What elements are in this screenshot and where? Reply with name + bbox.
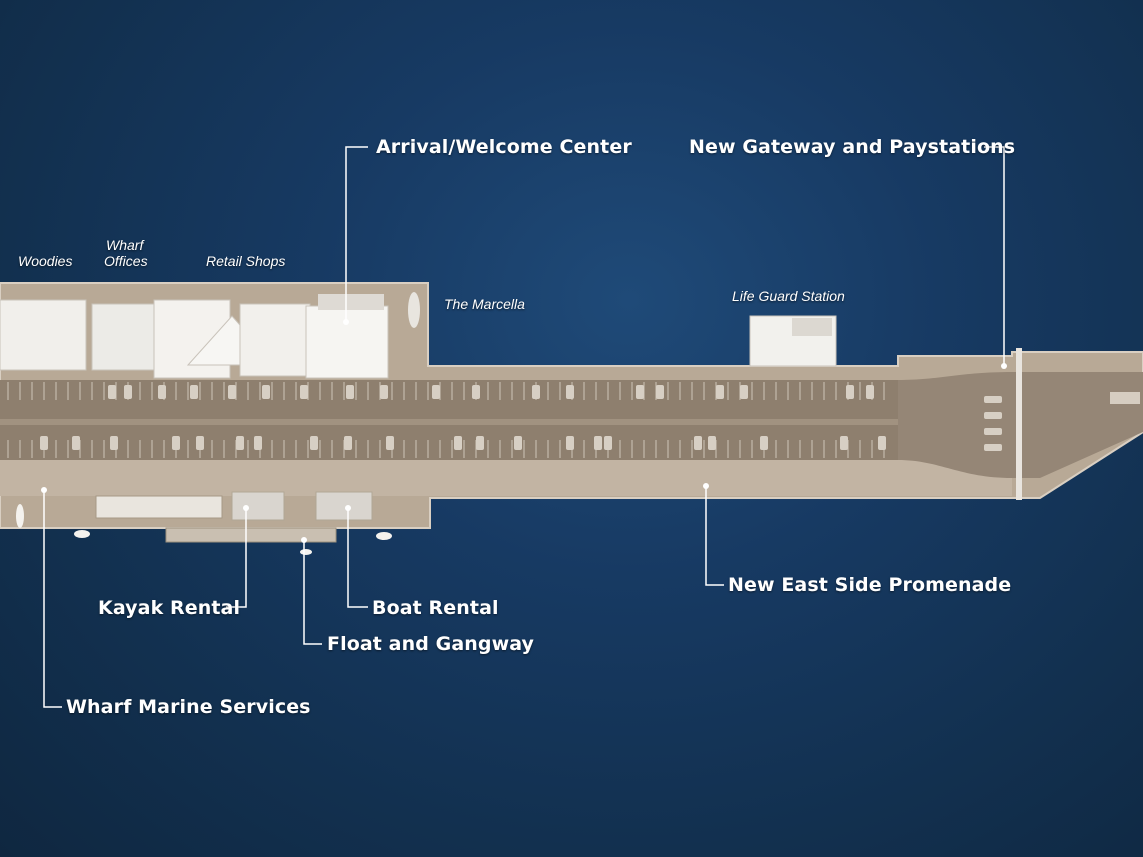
retail-shops-label: Retail Shops — [206, 253, 286, 269]
parked-car — [636, 385, 644, 399]
parked-car — [172, 436, 180, 450]
arrival-center-building — [305, 305, 389, 379]
leader-boat — [347, 508, 368, 608]
boat-2 — [16, 504, 24, 528]
parked-car — [254, 436, 262, 450]
parking-lot-lower — [0, 424, 900, 460]
parked-car — [878, 436, 886, 450]
wharf-offices-label-line2: Offices — [104, 253, 148, 269]
east-side-promenade — [0, 460, 1012, 496]
parked-car — [846, 385, 854, 399]
parked-car — [656, 385, 664, 399]
buildings — [0, 294, 837, 379]
kayak-rental-building — [231, 491, 285, 521]
parked-car — [386, 436, 394, 450]
boat-rental-label: Boat Rental — [372, 597, 499, 619]
parked-car — [346, 385, 354, 399]
the-marcella-boat — [408, 292, 420, 328]
boat-3 — [376, 532, 392, 540]
leader-float — [303, 540, 322, 645]
parked-car — [454, 436, 462, 450]
new-east-side-promenade-label: New East Side Promenade — [728, 574, 1012, 596]
parked-car — [344, 436, 352, 450]
leader-kayak — [226, 508, 247, 608]
parked-car — [514, 436, 522, 450]
kayak-rental-shed — [95, 495, 223, 519]
boat-1 — [74, 530, 90, 538]
woodies-label: Woodies — [18, 253, 73, 269]
parked-car — [40, 436, 48, 450]
wharf-marine-services-label: Wharf Marine Services — [66, 696, 311, 718]
leader-marine — [43, 490, 62, 708]
parked-car — [110, 436, 118, 450]
the-marcella-label: The Marcella — [444, 296, 525, 312]
parked-car — [532, 385, 540, 399]
leader-lines — [43, 146, 1005, 708]
parked-car — [472, 385, 480, 399]
wharf-offices-building — [91, 303, 155, 371]
parked-car — [196, 436, 204, 450]
float-and-gangway-label: Float and Gangway — [327, 633, 535, 655]
parking-lot-upper — [0, 380, 900, 420]
pier-extension — [1110, 392, 1140, 404]
paystation-car — [984, 412, 1002, 419]
parked-car — [236, 436, 244, 450]
parked-car — [72, 436, 80, 450]
parked-car — [604, 436, 612, 450]
leader-gateway — [984, 146, 1005, 366]
parked-car — [108, 385, 116, 399]
paystation-car — [984, 444, 1002, 451]
arrival-welcome-center-label: Arrival/Welcome Center — [376, 136, 632, 158]
leader-promenade — [705, 486, 724, 586]
parked-car — [300, 385, 308, 399]
parked-car — [708, 436, 716, 450]
paystation-car — [984, 396, 1002, 403]
boat-rental-building — [315, 491, 373, 521]
arrival-center-roof — [318, 294, 384, 310]
parked-car — [594, 436, 602, 450]
parked-car — [716, 385, 724, 399]
parked-car — [124, 385, 132, 399]
retail-block-3 — [239, 303, 311, 377]
parked-car — [740, 385, 748, 399]
parked-car — [310, 436, 318, 450]
wharf-offices-label-line1: Wharf — [106, 237, 144, 253]
parked-car — [866, 385, 874, 399]
parked-car — [432, 385, 440, 399]
parked-car — [380, 385, 388, 399]
parked-car — [840, 436, 848, 450]
parked-car — [566, 436, 574, 450]
parked-cars — [40, 385, 1002, 451]
kayak-rental-label: Kayak Rental — [98, 597, 241, 619]
new-gateway-label: New Gateway and Paystations — [689, 136, 1016, 158]
parked-car — [190, 385, 198, 399]
parked-car — [760, 436, 768, 450]
marine-structures — [16, 292, 420, 555]
parking-median — [0, 419, 900, 425]
paystation-car — [984, 428, 1002, 435]
woodies-building — [0, 299, 87, 371]
lifeguard-station-annex — [792, 318, 832, 336]
gateway-line — [1016, 348, 1022, 500]
float-and-gangway — [165, 527, 337, 543]
life-guard-station-label: Life Guard Station — [732, 288, 845, 304]
parked-car — [476, 436, 484, 450]
boat-4 — [300, 549, 312, 555]
parked-car — [262, 385, 270, 399]
parked-car — [158, 385, 166, 399]
parked-car — [566, 385, 574, 399]
parked-car — [228, 385, 236, 399]
parked-car — [694, 436, 702, 450]
leader-arrival — [345, 146, 368, 322]
leader-dots — [41, 319, 1007, 543]
